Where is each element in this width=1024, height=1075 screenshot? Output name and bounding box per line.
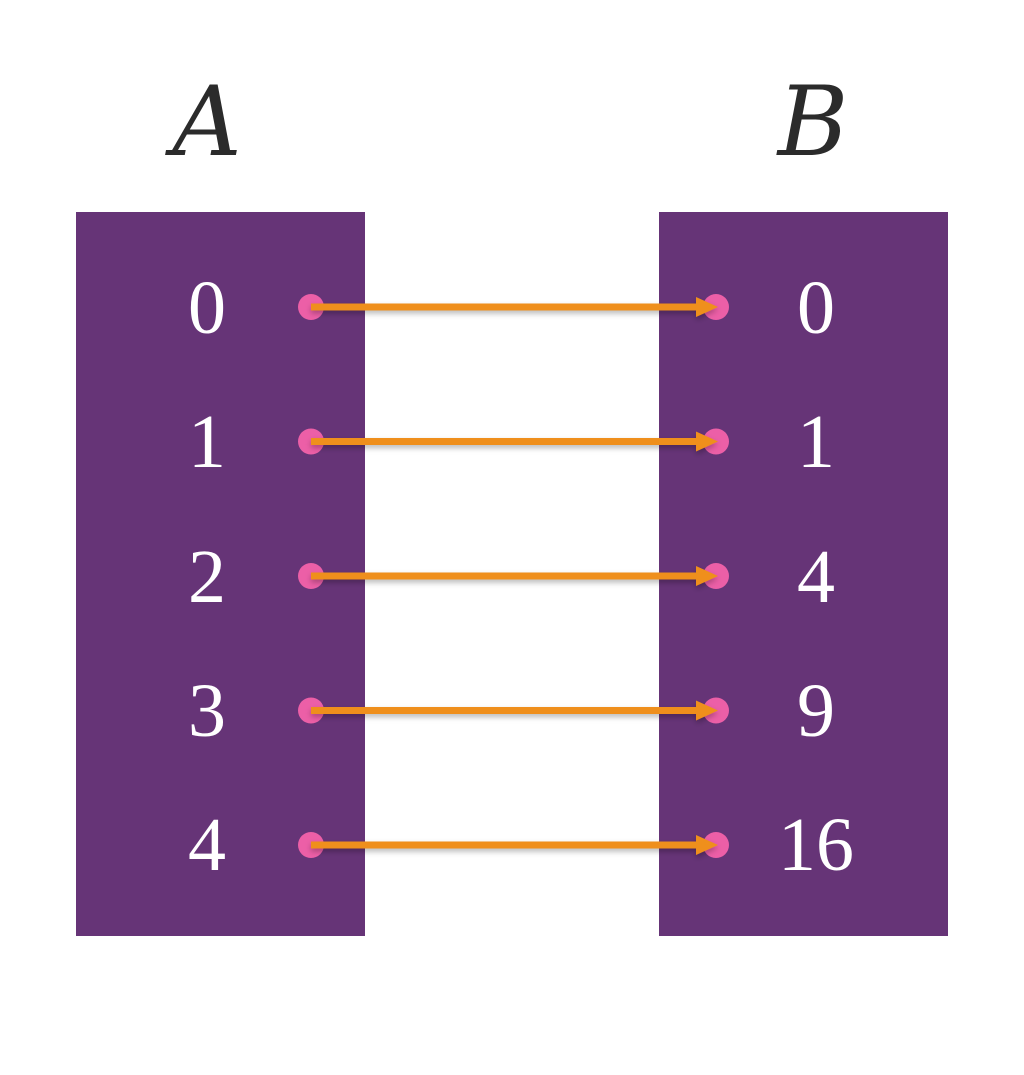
set-b-title: B (777, 66, 849, 178)
mapping-arrow (298, 428, 729, 455)
set-a-element: 2 (188, 535, 226, 619)
set-b-element: 1 (797, 400, 835, 484)
set-b-element: 4 (797, 535, 835, 619)
set-a-element: 4 (188, 803, 226, 887)
mapping-arrow (298, 294, 729, 320)
mapping-arrow (298, 697, 729, 724)
set-b-element: 16 (778, 803, 854, 887)
arrow-head (696, 431, 718, 452)
mapping-arrow (298, 563, 729, 589)
arrow-head (696, 835, 718, 855)
mapping-arrow (298, 832, 729, 858)
set-a-title: A (172, 66, 242, 178)
arrow-head (696, 700, 718, 721)
set-b-element: 9 (797, 669, 835, 753)
arrow-head (696, 297, 718, 317)
set-a-element: 1 (188, 400, 226, 484)
set-a-element: 0 (188, 266, 226, 350)
set-a-element: 3 (188, 669, 226, 753)
set-b-element: 0 (797, 266, 835, 350)
arrow-head (696, 566, 718, 586)
